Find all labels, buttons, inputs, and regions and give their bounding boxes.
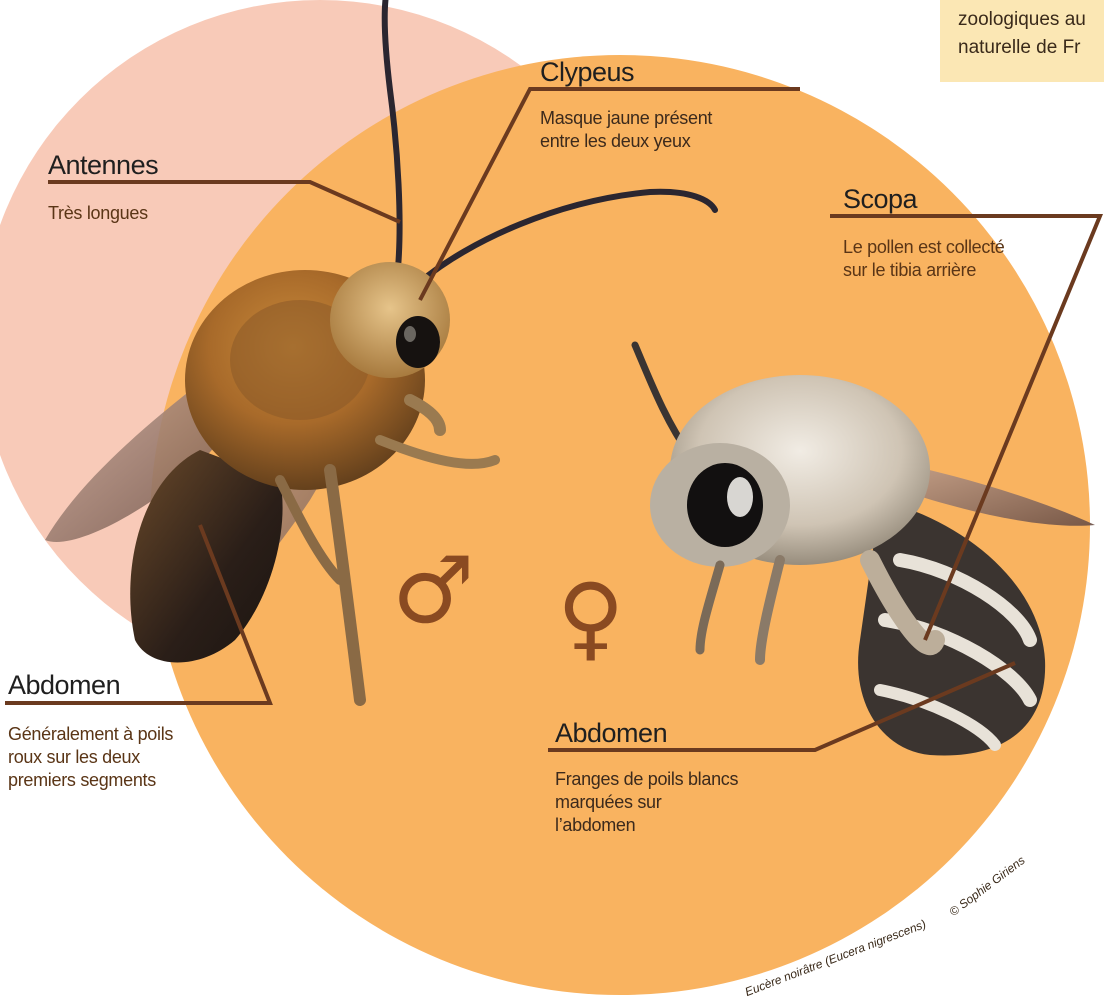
abdomen-male-title: Abdomen	[8, 670, 120, 701]
antennes-description: Très longues	[48, 202, 148, 225]
antennes-title: Antennes	[48, 150, 158, 181]
male-symbol: ♂	[392, 545, 474, 637]
scopa-description: Le pollen est collecté sur le tibia arri…	[843, 236, 1005, 282]
clypeus-title: Clypeus	[540, 57, 634, 88]
reference-note-box: zoologiques au naturelle de Fr	[940, 0, 1104, 82]
female-symbol: ♀	[557, 572, 624, 664]
abdomen-male-description: Généralement à poils roux sur les deux p…	[8, 723, 173, 792]
abdomen-female-description: Franges de poils blancs marquées sur l’a…	[555, 768, 738, 837]
abdomen-female-title: Abdomen	[555, 718, 667, 749]
scopa-title: Scopa	[843, 184, 917, 215]
clypeus-description: Masque jaune présent entre les deux yeux	[540, 107, 712, 153]
